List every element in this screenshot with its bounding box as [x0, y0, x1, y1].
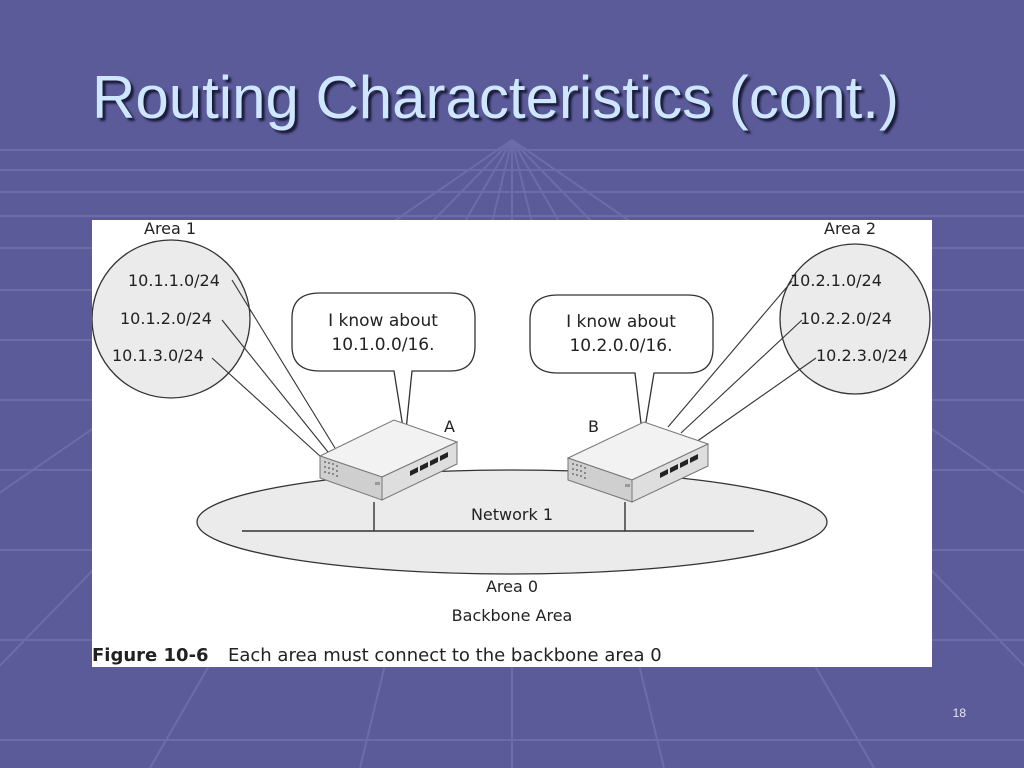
area-2-label: Area 2 [824, 220, 876, 238]
area-1-network-2: 10.1.2.0/24 [120, 309, 212, 328]
router-a-label: A [444, 417, 455, 436]
area-1-circle [92, 239, 251, 399]
backbone-area-name: Backbone Area [452, 606, 573, 625]
area-2-links [667, 280, 817, 443]
area-1-network-3: 10.1.3.0/24 [112, 346, 204, 365]
figure-caption-number: Figure 10-6 [92, 645, 209, 666]
area-2-circle [779, 243, 931, 395]
backbone-area-0-label: Area 0 [486, 577, 538, 596]
router-a-speech-bubble [291, 292, 476, 441]
router-b-label: B [588, 417, 599, 436]
area-2-network-1: 10.2.1.0/24 [790, 271, 882, 290]
area-1-links [211, 279, 336, 458]
figure-panel: Network 1 Area 1 Area 2 10.1.1.0/24 10.1… [92, 220, 932, 667]
area-1-network-1: 10.1.1.0/24 [128, 271, 220, 290]
router-a-bubble-line2: 10.1.0.0/16. [331, 335, 434, 355]
router-a-bubble-line1: I know about [328, 311, 438, 331]
ospf-area-diagram: Network 1 Area 1 Area 2 10.1.1.0/24 10.1… [92, 220, 931, 666]
router-b-bubble-line2: 10.2.0.0/16. [569, 336, 672, 356]
area-2-network-2: 10.2.2.0/24 [800, 309, 892, 328]
page-number: 18 [952, 706, 966, 720]
figure-caption-text: Each area must connect to the backbone a… [228, 645, 662, 666]
network-label: Network 1 [471, 505, 553, 524]
router-a-icon [318, 419, 459, 501]
router-b-bubble-line1: I know about [566, 312, 676, 332]
router-b-speech-bubble [529, 294, 714, 441]
area-2-network-3: 10.2.3.0/24 [816, 346, 908, 365]
slide-title: Routing Characteristics (cont.) [92, 64, 899, 131]
area-1-label: Area 1 [144, 220, 196, 238]
backbone-area-ellipse [196, 469, 828, 575]
router-b-icon [566, 421, 710, 503]
